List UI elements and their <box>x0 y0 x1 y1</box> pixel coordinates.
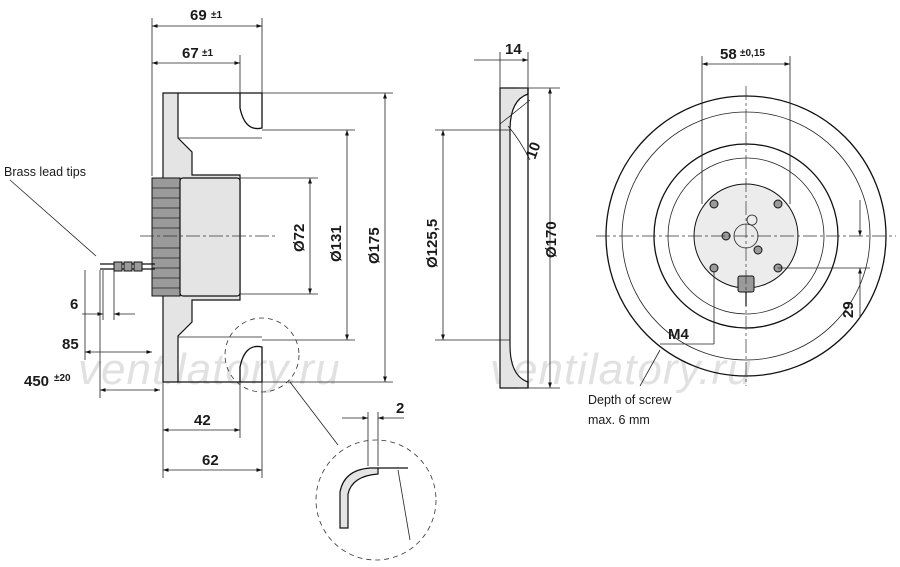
dim-14: 14 <box>505 41 522 58</box>
lead-leader-line <box>9 179 97 257</box>
label-brass-lead-tips: Brass lead tips <box>4 165 86 179</box>
mount-hole-2 <box>773 199 783 209</box>
dim-58: 58 <box>720 46 737 63</box>
note-depth-line1: Depth of screw <box>588 393 672 407</box>
dim-dia-1255: Ø125,5 <box>424 219 441 268</box>
blade-profile-bottom <box>178 345 263 383</box>
section-view: 14 10 Ø125,5 Ø170 <box>424 41 560 389</box>
detail-leader-line <box>289 381 339 446</box>
mount-hole-1 <box>709 199 719 209</box>
dim-angle-10: 10 <box>523 140 545 161</box>
angle-arc-10 <box>507 125 531 161</box>
dim-58-tol: ±0,15 <box>740 48 765 59</box>
front-view: 58 ±0,15 29 M4 Depth of screw max. 6 mm <box>588 46 896 427</box>
dim-42: 42 <box>194 412 211 429</box>
dim-69: 69 <box>190 7 207 24</box>
dim-2: 2 <box>396 400 404 417</box>
label-m4: M4 <box>668 326 689 343</box>
dim-dia-175: Ø175 <box>366 227 383 264</box>
dim-450-tol: ±20 <box>54 373 71 384</box>
hub-hole <box>746 214 758 226</box>
dim-6: 6 <box>70 296 78 313</box>
lead-wires <box>100 261 155 272</box>
dim-69-tol: ±1 <box>211 10 222 21</box>
detail-callout: 2 <box>224 317 437 561</box>
note-depth-line2: max. 6 mm <box>588 413 650 427</box>
dim-67: 67 <box>182 45 199 62</box>
mounting-holes <box>709 199 783 273</box>
mount-hole-3 <box>709 263 719 273</box>
dim-62: 62 <box>202 452 219 469</box>
side-view: Brass lead tips 69 ±1 67 ±1 Ø72 Ø131 Ø17… <box>4 7 393 478</box>
detail-source-circle <box>224 317 300 393</box>
dim-450: 450 <box>24 373 49 390</box>
motor-body <box>179 177 241 297</box>
watermark-right: ventilatory.ru <box>490 345 753 394</box>
detail-shroud-profile <box>339 467 379 529</box>
detail-blade-line <box>397 469 411 541</box>
angle-ref-line <box>499 99 531 125</box>
blade-profile-top <box>178 92 263 130</box>
brass-tip-2 <box>123 261 133 272</box>
dim-dia-72: Ø72 <box>291 224 308 252</box>
dim-67-tol: ±1 <box>202 48 213 59</box>
brass-tip-1 <box>113 261 123 272</box>
brass-tip-3 <box>133 261 143 272</box>
note-leader <box>639 349 661 387</box>
dim-29: 29 <box>840 301 857 318</box>
fin-lines <box>152 187 180 289</box>
dim-dia-131: Ø131 <box>328 225 345 262</box>
dim-dia-170: Ø170 <box>543 221 560 258</box>
detail-magnified-circle <box>315 439 437 561</box>
shroud-section-profile <box>499 87 529 389</box>
mount-hole-6 <box>753 245 763 255</box>
dim-85: 85 <box>62 336 79 353</box>
